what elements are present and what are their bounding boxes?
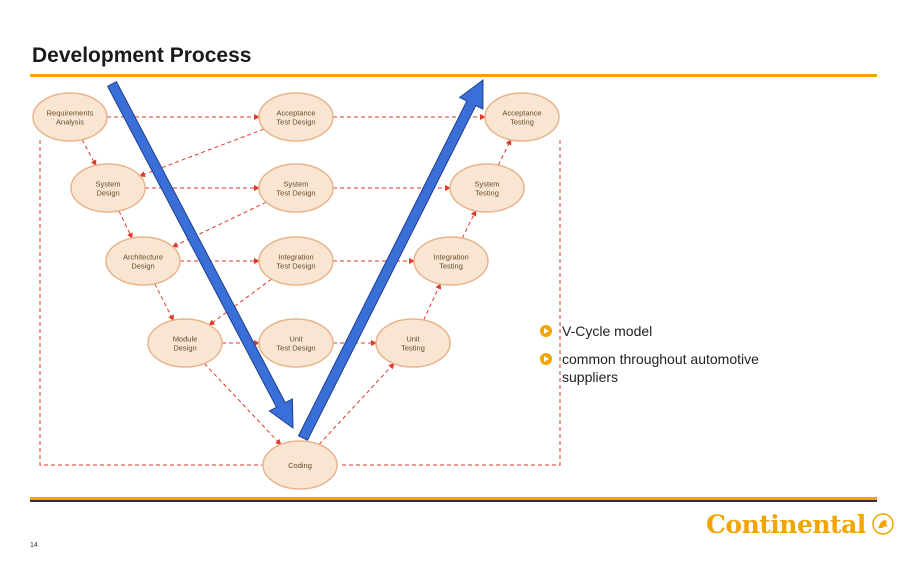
dependency-arrow <box>423 283 441 321</box>
node-ellipse <box>375 318 451 368</box>
bullet-text: V-Cycle model <box>562 323 653 339</box>
node-label: Testing <box>510 118 534 127</box>
node-label: Testing <box>439 262 463 271</box>
dependency-arrow <box>208 278 272 326</box>
logo-wordmark: Continental <box>706 509 866 539</box>
node-ellipse <box>147 318 223 368</box>
node-label: Design <box>173 344 196 353</box>
outer-guide-line <box>340 140 561 466</box>
node-label: System <box>283 180 308 189</box>
node-label: Test Design <box>276 344 315 353</box>
node-label: Integration <box>433 253 468 262</box>
node-ellipse <box>258 236 334 286</box>
dependency-arrow <box>81 139 97 167</box>
footer-rule-accent <box>30 497 877 500</box>
title-underline <box>30 74 877 77</box>
up-arrow <box>297 79 484 441</box>
node-ellipse <box>32 92 108 142</box>
node-label: Analysis <box>56 118 84 127</box>
node-label: Unit <box>289 335 303 344</box>
node-ellipse <box>484 92 560 142</box>
bullet-item: V-Cycle model <box>540 322 800 340</box>
bullet-arrow-icon <box>540 353 552 365</box>
node-label: Test Design <box>276 189 315 198</box>
node-label: Design <box>96 189 119 198</box>
node-label: Unit <box>406 335 420 344</box>
node-ellipse <box>258 92 334 142</box>
node-label: System <box>474 180 499 189</box>
node-label: Test Design <box>276 262 315 271</box>
continental-logo: Continental <box>706 508 894 540</box>
node-label: Acceptance <box>276 109 315 118</box>
bullet-arrow-icon <box>540 325 552 337</box>
node-label: Module <box>173 335 198 344</box>
node-label: Testing <box>475 189 499 198</box>
node-label: Architecture <box>123 253 163 262</box>
dependency-arrow <box>154 283 174 322</box>
dependency-arrow <box>203 363 282 446</box>
bullet-text: common throughout automotive suppliers <box>562 351 759 385</box>
node-ellipse <box>449 163 525 213</box>
node-label: Requirements <box>47 109 94 118</box>
node-label: Integration <box>278 253 313 262</box>
dependency-arrow <box>497 138 512 166</box>
node-ellipse <box>262 440 338 490</box>
node-ellipse <box>105 236 181 286</box>
footer-rule-dark <box>30 500 877 502</box>
node-ellipse <box>70 163 146 213</box>
node-ellipse <box>258 163 334 213</box>
outer-guide-line <box>39 140 262 466</box>
node-label: Test Design <box>276 118 315 127</box>
node-ellipse <box>413 236 489 286</box>
page-number: 14 <box>30 542 38 549</box>
node-label: Design <box>131 262 154 271</box>
v-shape-arrows <box>106 79 484 441</box>
node-ellipse <box>258 318 334 368</box>
horse-emblem-icon <box>872 513 894 535</box>
node-label: System <box>95 180 120 189</box>
dependency-arrow <box>139 128 265 177</box>
node-label: Acceptance <box>502 109 541 118</box>
node-label: Testing <box>401 344 425 353</box>
dependency-arrow <box>461 209 477 239</box>
page-title: Development Process <box>32 44 252 67</box>
bullet-item: common throughout automotive suppliers <box>540 350 800 386</box>
process-node-code: Coding <box>262 440 338 490</box>
dependency-arrow <box>318 362 395 445</box>
diagram-nodes: RequirementsAnalysisSystemDesignArchitec… <box>32 92 560 490</box>
dependency-arrow <box>118 210 133 239</box>
bullet-list: V-Cycle model common throughout automoti… <box>540 322 800 396</box>
node-label: Coding <box>288 461 312 470</box>
down-arrow <box>106 81 294 429</box>
